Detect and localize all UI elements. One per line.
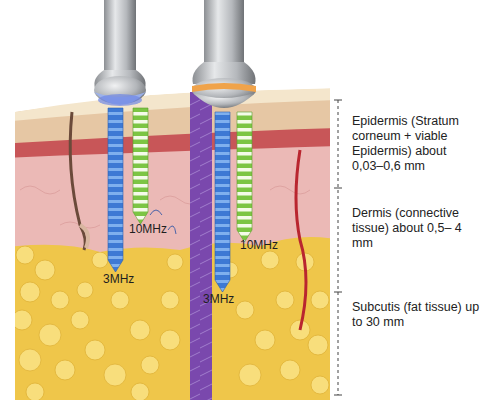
layer-description: Subcutis (fat tissue) up to 30 mm bbox=[352, 300, 492, 330]
frequency-label: 3MHz bbox=[103, 272, 134, 287]
frequency-label: 3MHz bbox=[203, 292, 234, 307]
layer-description: Dermis (connective tissue) about 0,5– 4 … bbox=[352, 206, 474, 251]
frequency-label: 10MHz bbox=[240, 238, 278, 253]
layer-description: Epidermis (Stratum corneum + viable Epid… bbox=[352, 114, 480, 174]
frequency-label: 10MHz bbox=[129, 222, 167, 237]
